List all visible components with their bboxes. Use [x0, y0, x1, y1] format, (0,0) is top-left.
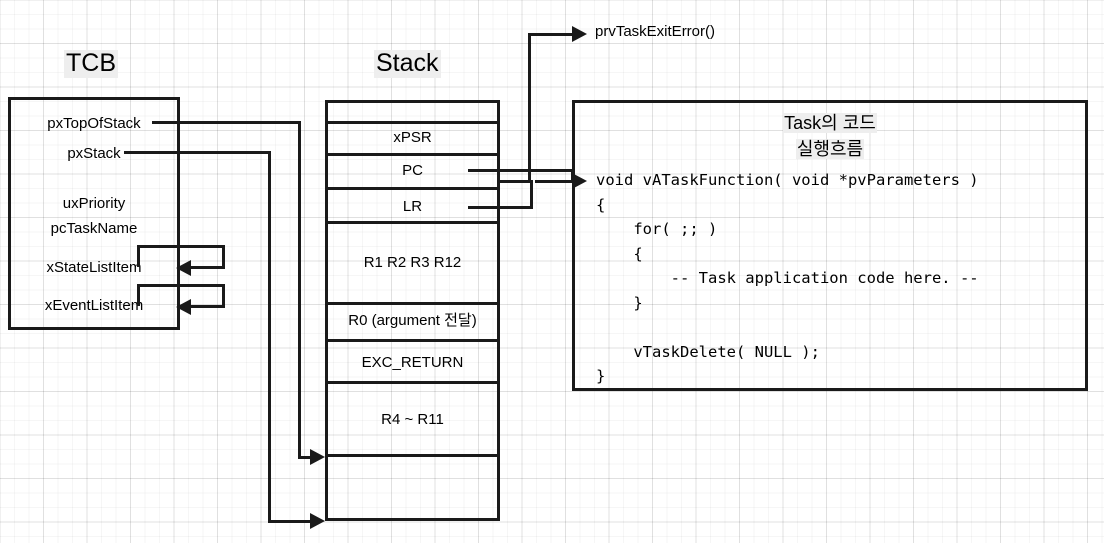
tcb-field-pxstack: pxStack — [67, 145, 121, 162]
stack-divider-4 — [325, 221, 500, 224]
code-panel-title-line1: Task의 코드 — [783, 113, 877, 133]
stack-title: Stack — [374, 49, 441, 78]
connector-lr-h-mid — [500, 180, 533, 183]
code-panel-source: void vATaskFunction( void *pvParameters … — [596, 171, 979, 385]
connector-pxtopofstack-v — [298, 121, 301, 459]
stack-divider-7 — [325, 381, 500, 384]
connector-pxtopofstack-h2 — [298, 456, 320, 459]
tcb-field-xstatelistitem: xStateListItem — [46, 259, 142, 276]
prv-task-exit-error-label: prvTaskExitError() — [595, 23, 716, 40]
connector-pxstack-h1 — [124, 151, 271, 154]
connector-pxstack-v — [268, 151, 271, 523]
stack-divider-3 — [325, 187, 500, 190]
stack-divider-8 — [325, 454, 500, 457]
connector-pxtopofstack-arrowhead — [310, 449, 325, 465]
tcb-field-xeventlistitem: xEventListItem — [44, 297, 144, 314]
stack-divider-5 — [325, 302, 500, 305]
stack-divider-2 — [325, 153, 500, 156]
connector-pxtopofstack-h1 — [152, 121, 301, 124]
stack-divider-6 — [325, 339, 500, 342]
tcb-field-pxtopofstack: pxTopOfStack — [47, 115, 141, 132]
stack-box — [325, 100, 500, 521]
stack-row-r0: R0 (argument 전달) — [348, 312, 477, 329]
connector-lr-h1 — [468, 206, 533, 209]
connector-xstatelistitem-v1 — [137, 245, 140, 267]
code-panel-title: Task의 코드 실행흐름 — [572, 110, 1088, 162]
connector-xeventlistitem-h1 — [137, 284, 225, 287]
tcb-title: TCB — [64, 49, 118, 78]
connector-lr-h2 — [528, 33, 576, 36]
stack-divider-1 — [325, 121, 500, 124]
connector-xeventlistitem-v1 — [137, 284, 140, 306]
connector-xstatelistitem-h1 — [137, 245, 225, 248]
connector-pxstack-arrowhead — [310, 513, 325, 529]
connector-lr-arrowhead — [572, 26, 587, 42]
connector-xstatelistitem-arrowhead — [176, 260, 191, 276]
tcb-box — [8, 97, 180, 330]
tcb-field-pctaskname: pcTaskName — [50, 220, 138, 237]
connector-lr-v0 — [530, 180, 533, 209]
connector-pc-h2 — [535, 180, 574, 183]
connector-xstatelistitem-v2 — [222, 245, 225, 269]
connector-lr-v1 — [528, 33, 531, 183]
connector-xstatelistitem-h2 — [188, 266, 225, 269]
tcb-field-uxpriority: uxPriority — [62, 195, 126, 212]
code-panel-title-line2: 실행흐름 — [795, 139, 865, 160]
connector-xeventlistitem-v2 — [222, 284, 225, 308]
code-panel-box — [572, 100, 1088, 391]
connector-pc-h1 — [468, 169, 574, 172]
stack-row-xpsr: xPSR — [393, 129, 432, 146]
connector-xeventlistitem-arrowhead — [176, 299, 191, 315]
connector-xeventlistitem-h2 — [188, 305, 225, 308]
stack-row-r1-r12: R1 R2 R3 R12 — [363, 254, 462, 271]
connector-pxstack-h2 — [268, 520, 320, 523]
stack-row-exc-return: EXC_RETURN — [361, 354, 464, 371]
stack-row-r4-r11: R4 ~ R11 — [381, 411, 444, 428]
connector-pc-arrowhead — [572, 173, 587, 189]
stack-row-lr: LR — [402, 198, 423, 215]
stack-row-pc: PC — [402, 162, 423, 179]
